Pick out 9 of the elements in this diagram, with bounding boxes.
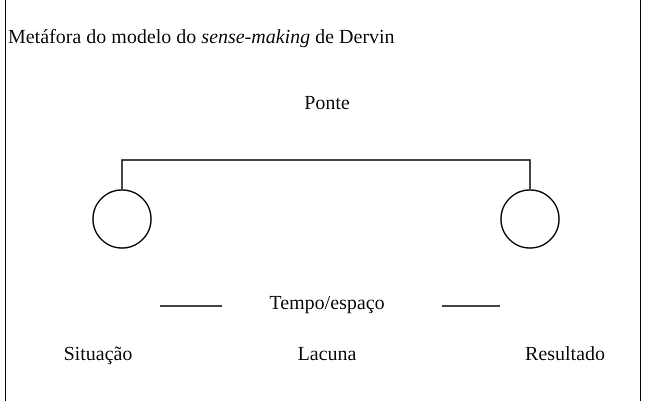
label: Ponte — [304, 92, 350, 115]
title: Metáfora do modelo do sense-making de Dervin — [8, 26, 395, 49]
label: Situação — [64, 343, 132, 366]
circle — [500, 189, 560, 249]
circle — [92, 189, 152, 249]
label: Lacuna — [298, 343, 356, 366]
label: Resultado — [525, 343, 605, 366]
bridge-line — [121, 159, 531, 189]
label: Tempo/espaço — [269, 292, 385, 315]
